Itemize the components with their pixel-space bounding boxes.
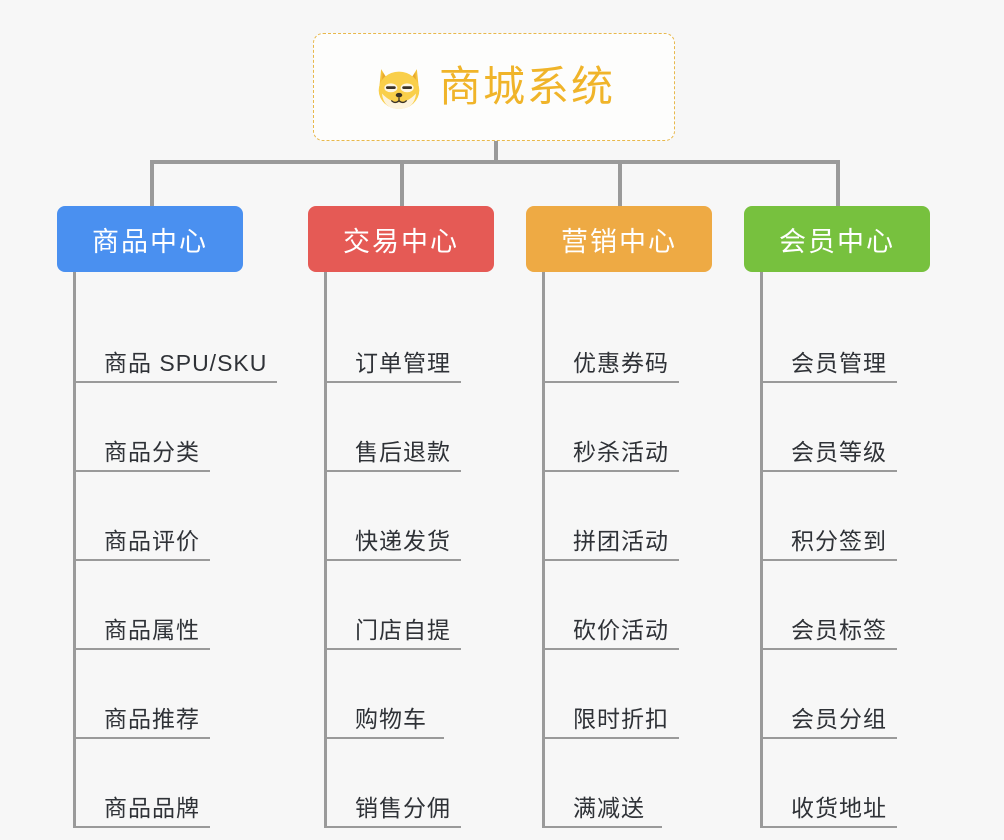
leaf-item[interactable]: 会员分组 [760, 650, 962, 739]
leaf-label: 商品 SPU/SKU [104, 350, 268, 376]
leaf-list-1: 商品 SPU/SKU 商品分类 商品评价 商品属性 商品推荐 商品品牌 [57, 272, 309, 828]
branch-spine-2 [324, 272, 327, 828]
connector-drop-1 [150, 160, 154, 206]
branch-header-label: 商品中心 [92, 226, 208, 257]
leaf-item[interactable]: 商品 SPU/SKU [73, 294, 309, 383]
leaf-item[interactable]: 会员等级 [760, 383, 962, 472]
leaf-item[interactable]: 会员管理 [760, 294, 962, 383]
leaf-label: 会员管理 [791, 350, 887, 376]
leaf-label: 优惠券码 [573, 350, 669, 376]
root-node[interactable]: 商城系统 [313, 33, 675, 141]
connector-root-stem [494, 141, 498, 163]
leaf-label: 快递发货 [355, 528, 451, 554]
leaf-label: 订单管理 [355, 350, 451, 376]
leaf-item[interactable]: 收货地址 [760, 739, 962, 828]
leaf-label: 售后退款 [355, 439, 451, 465]
leaf-item[interactable]: 商品分类 [73, 383, 309, 472]
leaf-list-4: 会员管理 会员等级 积分签到 会员标签 会员分组 收货地址 [744, 272, 962, 828]
leaf-item[interactable]: 秒杀活动 [542, 383, 744, 472]
leaf-label: 收货地址 [791, 795, 887, 821]
branch-header-3[interactable]: 营销中心 [526, 206, 712, 272]
leaf-label: 商品推荐 [104, 706, 200, 732]
leaf-item[interactable]: 商品属性 [73, 561, 309, 650]
branch-header-label: 交易中心 [343, 226, 459, 257]
leaf-label: 购物车 [355, 706, 427, 732]
leaf-label: 限时折扣 [573, 706, 669, 732]
leaf-item[interactable]: 限时折扣 [542, 650, 744, 739]
leaf-label: 门店自提 [355, 617, 451, 643]
leaf-label: 商品属性 [104, 617, 200, 643]
leaf-list-2: 订单管理 售后退款 快递发货 门店自提 购物车 销售分佣 [308, 272, 526, 828]
leaf-item[interactable]: 售后退款 [324, 383, 526, 472]
leaf-label: 销售分佣 [355, 795, 451, 821]
branch-spine-4 [760, 272, 763, 828]
connector-drop-4 [836, 160, 840, 206]
branch-header-label: 营销中心 [561, 226, 677, 257]
leaf-item[interactable]: 积分签到 [760, 472, 962, 561]
leaf-item[interactable]: 优惠券码 [542, 294, 744, 383]
leaf-item[interactable]: 商品推荐 [73, 650, 309, 739]
leaf-label: 商品评价 [104, 528, 200, 554]
branch-header-4[interactable]: 会员中心 [744, 206, 930, 272]
branch-header-1[interactable]: 商品中心 [57, 206, 243, 272]
leaf-item[interactable]: 满减送 [542, 739, 744, 828]
leaf-label: 会员等级 [791, 439, 887, 465]
leaf-label: 积分签到 [791, 528, 887, 554]
branch-column-1: 商品中心 商品 SPU/SKU 商品分类 商品评价 商品属性 商品推荐 商品品牌 [57, 206, 309, 828]
leaf-label: 满减送 [573, 795, 645, 821]
leaf-item[interactable]: 商品品牌 [73, 739, 309, 828]
branch-column-3: 营销中心 优惠券码 秒杀活动 拼团活动 砍价活动 限时折扣 满减送 [526, 206, 744, 828]
leaf-item[interactable]: 门店自提 [324, 561, 526, 650]
branch-spine-3 [542, 272, 545, 828]
leaf-list-3: 优惠券码 秒杀活动 拼团活动 砍价活动 限时折扣 满减送 [526, 272, 744, 828]
leaf-item[interactable]: 购物车 [324, 650, 526, 739]
leaf-label: 拼团活动 [573, 528, 669, 554]
leaf-label: 砍价活动 [573, 617, 669, 643]
connector-drop-3 [618, 160, 622, 206]
branch-column-4: 会员中心 会员管理 会员等级 积分签到 会员标签 会员分组 收货地址 [744, 206, 962, 828]
leaf-label: 商品分类 [104, 439, 200, 465]
shiba-dog-icon [373, 61, 425, 113]
leaf-item[interactable]: 销售分佣 [324, 739, 526, 828]
leaf-item[interactable]: 商品评价 [73, 472, 309, 561]
branch-spine-1 [73, 272, 76, 828]
branch-column-2: 交易中心 订单管理 售后退款 快递发货 门店自提 购物车 销售分佣 [308, 206, 526, 828]
connector-horizontal-bus [150, 160, 840, 164]
leaf-label: 秒杀活动 [573, 439, 669, 465]
branch-header-label: 会员中心 [779, 226, 895, 257]
leaf-label: 会员标签 [791, 617, 887, 643]
leaf-item[interactable]: 砍价活动 [542, 561, 744, 650]
leaf-item[interactable]: 拼团活动 [542, 472, 744, 561]
leaf-item[interactable]: 快递发货 [324, 472, 526, 561]
leaf-item[interactable]: 会员标签 [760, 561, 962, 650]
root-title: 商城系统 [438, 63, 615, 110]
branch-header-2[interactable]: 交易中心 [308, 206, 494, 272]
connector-drop-2 [400, 160, 404, 206]
leaf-item[interactable]: 订单管理 [324, 294, 526, 383]
leaf-label: 会员分组 [791, 706, 887, 732]
leaf-label: 商品品牌 [104, 795, 200, 821]
